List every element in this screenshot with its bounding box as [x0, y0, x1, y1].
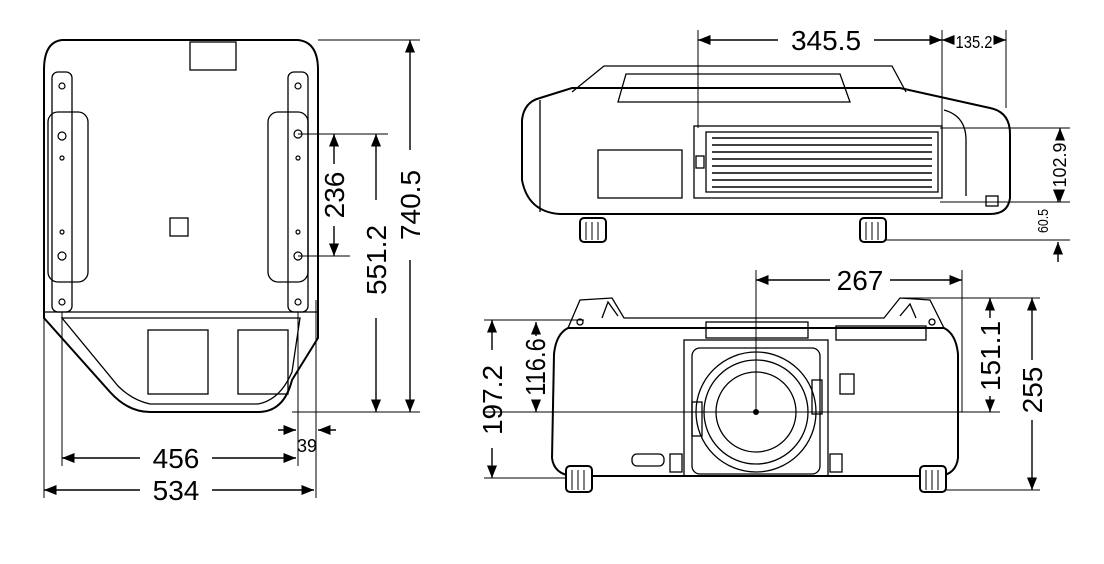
front-top-handles [567, 297, 945, 329]
front-view: 267 197.2 116.6 151.1 255 [477, 265, 1048, 493]
front-foot-left [565, 465, 593, 493]
side-view-body-outline [521, 87, 1011, 215]
side-foot-rear [859, 217, 887, 243]
dim-102-9: 102.9 [1050, 142, 1070, 187]
dim-551-2: 551.2 [361, 225, 392, 295]
top-vent-panel [189, 41, 237, 71]
top-bottom-panel [60, 317, 301, 405]
dim-236: 236 [319, 172, 350, 219]
dim-197-2: 197.2 [477, 365, 508, 435]
dim-740-5: 740.5 [395, 170, 426, 240]
side-panel [597, 149, 683, 199]
dim-534: 534 [153, 475, 200, 506]
left-rail-bracket [47, 111, 89, 283]
top-view: 456 534 39 740.5 551.2 236 [43, 39, 426, 506]
center-square [169, 217, 189, 237]
front-top-slot [835, 325, 927, 341]
right-rail-bracket [267, 111, 309, 283]
side-vent-frame [693, 125, 943, 199]
dim-345-5: 345.5 [791, 25, 861, 56]
side-foot-front [579, 217, 607, 243]
side-lens-hood [943, 109, 967, 196]
side-handle [571, 65, 907, 93]
dim-60-5: 60.5 [1035, 209, 1051, 233]
rail-holes [57, 82, 303, 306]
dim-39: 39 [297, 436, 317, 456]
dim-135-2: 135.2 [956, 33, 993, 53]
front-foot-right [919, 465, 947, 493]
side-view: 345.5 135.2 102.9 60.5 [521, 25, 1070, 262]
dim-151-1: 151.1 [975, 321, 1006, 391]
top-view-body-outline [43, 39, 319, 413]
dim-456: 456 [153, 443, 200, 474]
dim-267: 267 [837, 265, 884, 296]
side-handle-grip [617, 73, 851, 103]
bottom-panel-right [237, 329, 289, 395]
front-ir-sensor [631, 453, 665, 467]
front-view-body-outline [550, 327, 959, 477]
side-vent-slats [712, 137, 932, 188]
bottom-panel-left [147, 329, 209, 395]
dim-255: 255 [1017, 367, 1048, 414]
side-vent [705, 131, 939, 193]
dim-116-6: 116.6 [519, 338, 551, 396]
front-top-window [705, 321, 809, 339]
